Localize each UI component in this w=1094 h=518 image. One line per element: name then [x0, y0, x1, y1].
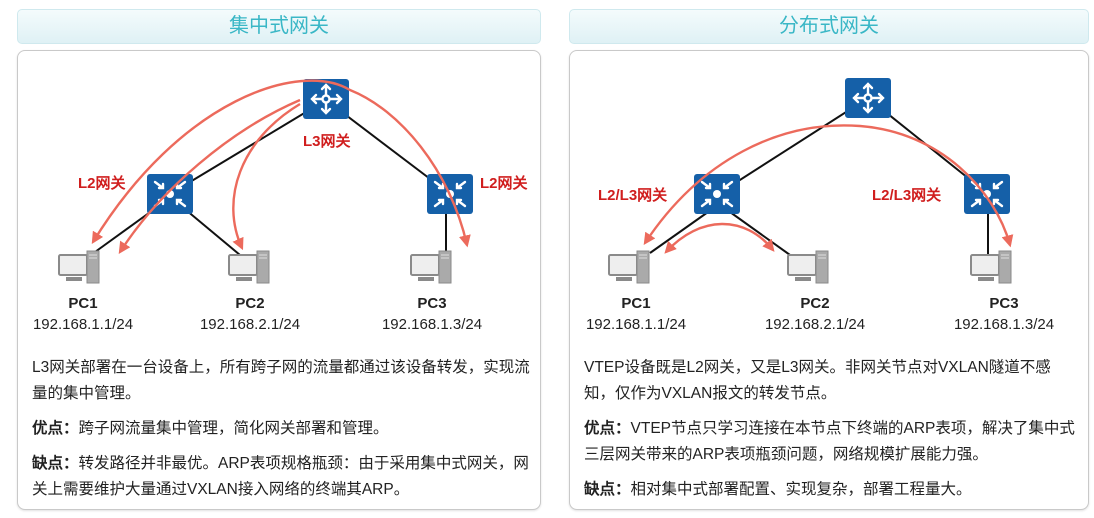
pc-label: PC3	[417, 295, 446, 312]
description-text: VTEP设备既是L2网关，又是L3网关。非网关节点对VXLAN隧道不感知，仅作为…	[584, 359, 1051, 402]
pc-ip: 192.168.1.1/24	[33, 316, 133, 333]
link	[717, 97, 869, 195]
pc-icon	[410, 250, 452, 284]
router-icon	[845, 78, 891, 118]
cons-text: 转发路径并非最优。ARP表项规格瓶颈：由于采用集中式网关，网关上需要维护大量通过…	[32, 455, 529, 498]
traffic-arrow	[643, 124, 1014, 248]
link	[649, 211, 709, 254]
pc-ip: 192.168.1.3/24	[954, 316, 1054, 333]
pros-label: 优点：	[32, 420, 79, 437]
distributed-title: 分布式网关	[569, 9, 1089, 44]
l2-gateway-label: L2网关	[78, 174, 126, 192]
traffic-arrow	[664, 222, 775, 254]
pc-label: PC3	[989, 295, 1018, 312]
centralized-description: L3网关部署在一台设备上，所有跨子网的流量都通过该设备转发，实现流量的集中管理。…	[32, 355, 530, 512]
pc-ip: 192.168.1.1/24	[586, 316, 686, 333]
pc-icon	[608, 250, 650, 284]
centralized-panel: L3网关部署在一台设备上，所有跨子网的流量都通过该设备转发，实现流量的集中管理。…	[17, 50, 541, 510]
l2-l3-gateway-label: L2/L3网关	[598, 186, 667, 204]
distributed-description: VTEP设备既是L2网关，又是L3网关。非网关节点对VXLAN隧道不感知，仅作为…	[584, 355, 1078, 512]
cons: 缺点：转发路径并非最优。ARP表项规格瓶颈：由于采用集中式网关，网关上需要维护大…	[32, 451, 530, 503]
centralized-title: 集中式网关	[17, 9, 541, 44]
traffic-arrow	[91, 79, 471, 248]
traffic-arrow	[118, 98, 301, 255]
cons: 缺点：相对集中式部署配置、实现复杂，部署工程量大。	[584, 477, 1078, 503]
vtep-switch-icon	[964, 174, 1010, 214]
pc-icon	[58, 250, 100, 284]
l2-gateway-label: L2网关	[480, 174, 528, 192]
pros-label: 优点：	[584, 420, 631, 437]
cons-label: 缺点：	[584, 481, 631, 498]
l2-l3-gateway-label: L2/L3网关	[872, 186, 941, 204]
l3-gateway-label: L3网关	[303, 132, 351, 150]
pc-icon	[787, 250, 829, 284]
pc-label: PC2	[235, 295, 264, 312]
pros: 优点：跨子网流量集中管理，简化网关部署和管理。	[32, 416, 530, 442]
cons-label: 缺点：	[32, 455, 79, 472]
pros: 优点：VTEP节点只学习连接在本节点下终端的ARP表项，解决了集中式三层网关带来…	[584, 416, 1078, 468]
traffic-arrow	[232, 102, 301, 251]
pc-label: PC2	[800, 295, 829, 312]
cons-text: 相对集中式部署配置、实现复杂，部署工程量大。	[630, 481, 972, 498]
pc-ip: 192.168.1.3/24	[382, 316, 482, 333]
link	[169, 99, 327, 195]
pros-text: 跨子网流量集中管理，简化网关部署和管理。	[78, 420, 389, 437]
link	[729, 211, 791, 256]
centralized-topology: L3网关 L2网关 L2网关 PC1 192.168.1.1/24 PC2 19…	[33, 79, 528, 333]
pc-label: PC1	[621, 295, 650, 312]
pc-icon	[228, 250, 270, 284]
pc-ip: 192.168.2.1/24	[200, 316, 300, 333]
pc-ip: 192.168.2.1/24	[765, 316, 865, 333]
pc-label: PC1	[68, 295, 97, 312]
distributed-topology: L2/L3网关 L2/L3网关 PC1 192.168.1.1/24 PC2 1…	[586, 78, 1054, 333]
description-text: L3网关部署在一台设备上，所有跨子网的流量都通过该设备转发，实现流量的集中管理。	[32, 359, 530, 402]
pros-text: VTEP节点只学习连接在本节点下终端的ARP表项，解决了集中式三层网关带来的AR…	[584, 420, 1075, 463]
pc-icon	[970, 250, 1012, 284]
topology-diagrams: L3网关 L2网关 L2网关 PC1 192.168.1.1/24 PC2 19…	[33, 78, 1054, 333]
